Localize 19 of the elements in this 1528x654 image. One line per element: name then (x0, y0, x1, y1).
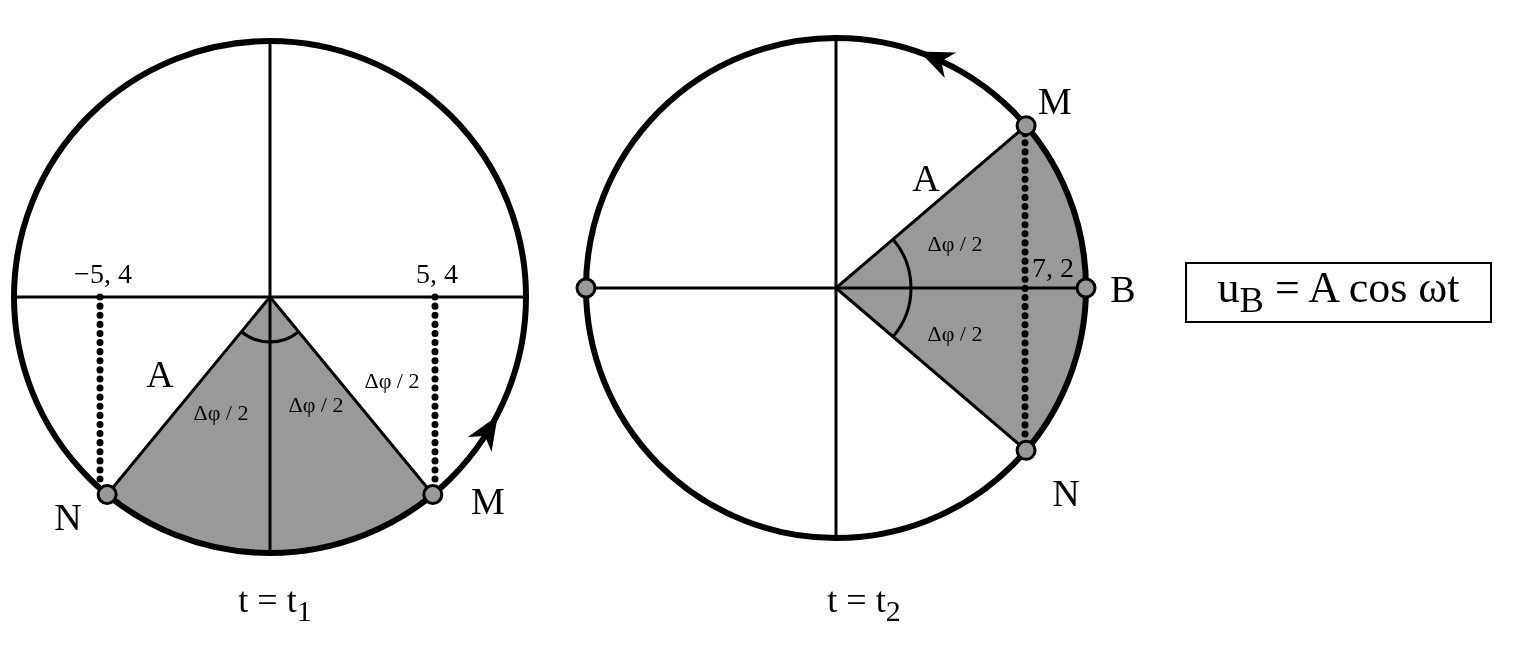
formula-box (1185, 262, 1492, 323)
point-label: N (1052, 474, 1080, 512)
formula: u$_{B}$ = A cos ωt (1217, 266, 1460, 319)
point-label: M (471, 482, 505, 520)
angle-label: Δφ / 2 (288, 394, 344, 416)
point-label: N (54, 498, 82, 536)
angle-label: Δφ / 2 (927, 233, 983, 255)
point-label: M (1038, 82, 1072, 120)
angle-label: Δφ / 2 (193, 402, 249, 424)
coordinate-label: 7, 2 (1032, 254, 1074, 282)
point-label: B (1110, 270, 1136, 308)
coordinate-label: −5, 4 (74, 260, 132, 288)
angle-label: Δφ / 2 (364, 370, 420, 392)
coordinate-label: 5, 4 (416, 260, 458, 288)
time-label: t = t$_{2}$ (827, 582, 901, 626)
time-label: t = t$_{1}$ (238, 582, 312, 626)
amplitude-label: A (912, 159, 940, 197)
amplitude-label: A (146, 355, 174, 393)
angle-label: Δφ / 2 (927, 323, 983, 345)
